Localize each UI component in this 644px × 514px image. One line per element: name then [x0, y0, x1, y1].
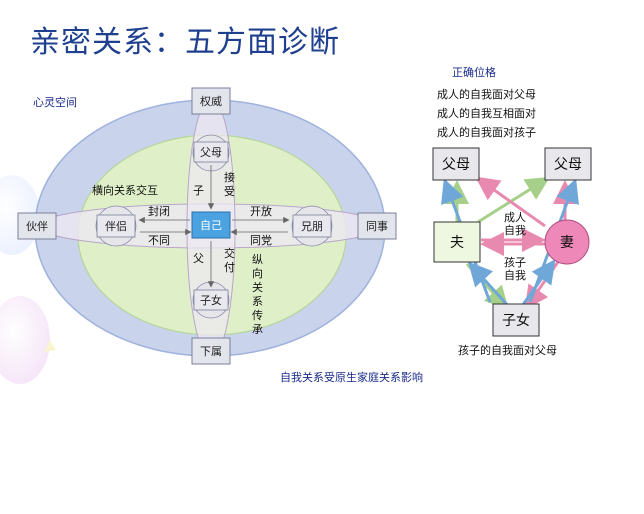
- children-node: [193, 289, 229, 311]
- svg-text:交付: 交付: [224, 246, 235, 274]
- adult-self-label-2: 自我: [504, 224, 526, 237]
- receive-label: 接受: [224, 171, 235, 198]
- wife-label: 妻: [560, 235, 574, 251]
- right-line-3: 成人的自我面对孩子: [437, 125, 536, 139]
- self-label: 自己: [200, 219, 222, 232]
- children-label-right: 子女: [502, 312, 530, 329]
- colleague-node: [357, 212, 397, 240]
- same-label: 同党: [250, 234, 272, 247]
- left-diagram: 心灵空间 权威 父母 自己 子女 下属 伙伴 伴侣 兄朋 同事: [17, 87, 423, 384]
- husband-node: [433, 221, 481, 263]
- parents-label: 父母: [200, 146, 222, 159]
- svg-text:接受: 接受: [224, 171, 235, 198]
- right-heading: 正确位格: [452, 65, 496, 79]
- space-label: 心灵空间: [33, 95, 77, 109]
- adult-self-label: 成人: [504, 211, 526, 224]
- children-node-right: [492, 303, 540, 337]
- parents-node: [193, 141, 229, 163]
- child-self-label-2: 自我: [504, 269, 526, 282]
- subordinate-node: [191, 337, 231, 365]
- self-node: [191, 211, 231, 239]
- horizontal-label: 横向关系交互: [92, 183, 158, 197]
- page-title: 亲密关系：五方面诊断: [30, 25, 340, 60]
- parents-right-label: 父母: [554, 157, 582, 173]
- vertical-label: 纵向关系传承: [252, 253, 263, 336]
- right-line-1: 成人的自我面对父母: [437, 87, 536, 101]
- partner-node: [17, 212, 57, 240]
- subordinate-label: 下属: [200, 345, 222, 358]
- give-label: 交付: [224, 246, 235, 274]
- open-label: 开放: [250, 204, 272, 218]
- arrow-husband-to-children: [465, 262, 510, 311]
- right-line-2: 成人的自我互相面对: [437, 106, 536, 120]
- left-caption: 自我关系受原生家庭关系影响: [280, 370, 423, 384]
- children-label: 子女: [200, 293, 222, 307]
- wife-node: [544, 219, 590, 265]
- spouse-label: 伴侣: [105, 219, 127, 233]
- svg-text:纵向关系传承: 纵向关系传承: [252, 253, 263, 336]
- child-self-label: 孩子: [504, 256, 526, 269]
- right-diagram: 正确位格 成人的自我面对父母 成人的自我互相面对 成人的自我面对孩子 父母 父母…: [432, 65, 592, 357]
- parents-left-node: [432, 147, 480, 181]
- right-caption: 孩子的自我面对父母: [458, 343, 557, 357]
- authority-label: 权威: [200, 95, 222, 108]
- child-char-label: 子: [193, 184, 204, 197]
- father-char-label: 父: [193, 252, 204, 265]
- authority-node: [191, 87, 231, 115]
- colleague-label: 同事: [366, 220, 388, 233]
- friend-label: 兄朋: [301, 220, 323, 233]
- friend-node: [292, 214, 332, 238]
- parents-left-label: 父母: [442, 157, 470, 173]
- husband-label: 夫: [450, 235, 464, 251]
- partner-label: 伙伴: [26, 220, 48, 233]
- closed-label: 封闭: [148, 204, 170, 218]
- parents-right-node: [544, 147, 592, 181]
- arrow-wife-to-parents-left: [475, 176, 546, 228]
- spouse-node: [96, 214, 136, 238]
- different-label: 不同: [148, 234, 170, 247]
